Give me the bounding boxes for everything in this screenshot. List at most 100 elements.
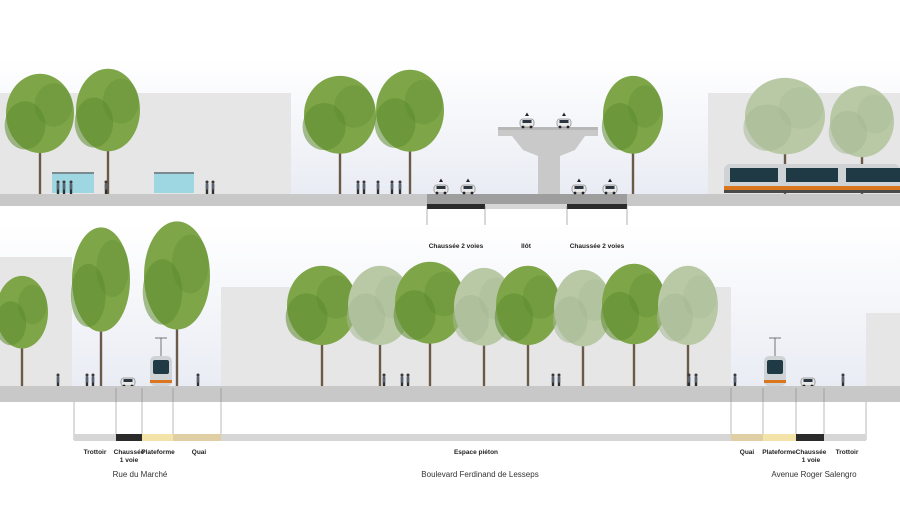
tree [4,73,74,195]
top-cars [433,112,618,195]
pedestrian [69,180,73,194]
car [556,112,572,129]
label-chaussee-right-line2: 1 voie [801,457,821,464]
bottom-trees [0,221,718,387]
direction-arrow-icon [439,178,443,182]
band-quai-right [731,434,763,441]
car [120,377,136,388]
label-chaussee-right-bottom: Chaussée 1 voie [795,449,827,465]
pedestrian [841,373,845,387]
top-trees [4,68,894,195]
pedestrian [356,180,360,194]
tree [393,261,465,387]
direction-arrow-icon [466,178,470,182]
band-chaussee-right [567,204,627,209]
tree [302,75,376,195]
tree [601,75,663,195]
band-espace-pieton [221,434,731,441]
label-trottoir-right: Trottoir [835,449,859,456]
pedestrian [104,180,108,194]
tree [70,227,130,387]
direction-arrow-icon [562,112,566,116]
tree [494,265,560,387]
label-quai-left: Quai [191,449,207,456]
label-espace-pieton: Espace piéton [453,449,499,456]
band-quai-left [173,434,221,441]
band-plateforme-left [142,434,173,441]
label-quai-right: Quai [739,449,755,456]
label-chaussee-left-line2: 1 voie [119,457,139,464]
bottom-ground [0,386,900,402]
tree [552,269,612,387]
pedestrian [91,373,95,387]
top-section [0,60,900,238]
pedestrian [687,373,691,387]
car [519,112,535,129]
pedestrian [390,180,394,194]
band-plateforme-right [763,434,796,441]
label-ilot: Ilôt [521,243,531,250]
pedestrian [551,373,555,387]
car [433,178,449,195]
bus-shelter-2 [154,172,194,193]
pedestrian [376,180,380,194]
car [460,178,476,195]
top-pedestrians [56,180,402,194]
label-chaussee-left-line1: Chaussée [113,449,145,456]
label-trottoir-left: Trottoir [83,449,107,456]
label-plateforme-left: Plateforme [141,449,175,456]
pedestrian [56,180,60,194]
label-chaussee-left-top: Chaussée 2 voies [428,243,484,250]
pedestrian [398,180,402,194]
pedestrian [205,180,209,194]
top-road-trench [427,194,627,206]
band-ilot [485,204,567,209]
elevated-overpass [498,127,598,194]
street-name-center: Boulevard Ferdinand de Lesseps [421,470,539,479]
street-name-right: Avenue Roger Salengro [771,470,857,479]
tree [74,68,140,195]
section-dividers [73,388,867,440]
pedestrian [362,180,366,194]
band-chaussee-left [427,204,485,209]
street-name-left: Rue du Marché [112,470,168,479]
pedestrian [382,373,386,387]
tree [0,275,48,387]
car [800,377,816,388]
label-chaussee-right-top: Chaussée 2 voies [569,243,625,250]
bottom-pedestrians [56,373,845,387]
bus-shelter-1 [52,172,94,193]
direction-arrow-icon [525,112,529,116]
band-trottoir-right [824,434,866,441]
band-chaussee-right [796,434,824,441]
label-chaussee-left-bottom: Chaussée 1 voie [113,449,145,465]
band-chaussee-left [116,434,142,441]
tree [600,263,666,387]
tree [656,265,718,387]
band-trottoir-left [74,434,116,441]
pedestrian [196,373,200,387]
tram-top [724,164,900,193]
car [602,178,618,195]
tree [142,221,210,387]
direction-arrow-icon [577,178,581,182]
pedestrian [85,373,89,387]
pedestrian [694,373,698,387]
pedestrian [557,373,561,387]
bottom-section [0,221,900,441]
pedestrian [62,180,66,194]
pedestrian [211,180,215,194]
tram-bottom-left [150,337,172,386]
pedestrian [406,373,410,387]
label-chaussee-right-line1: Chaussée [795,449,827,456]
car [571,178,587,195]
tram-bottom-right [764,337,786,386]
tree [374,69,444,195]
pedestrian [400,373,404,387]
pedestrian [733,373,737,387]
direction-arrow-icon [608,178,612,182]
pedestrian [56,373,60,387]
bottom-building-right [866,313,900,387]
label-plateforme-right: Plateforme [762,449,796,456]
